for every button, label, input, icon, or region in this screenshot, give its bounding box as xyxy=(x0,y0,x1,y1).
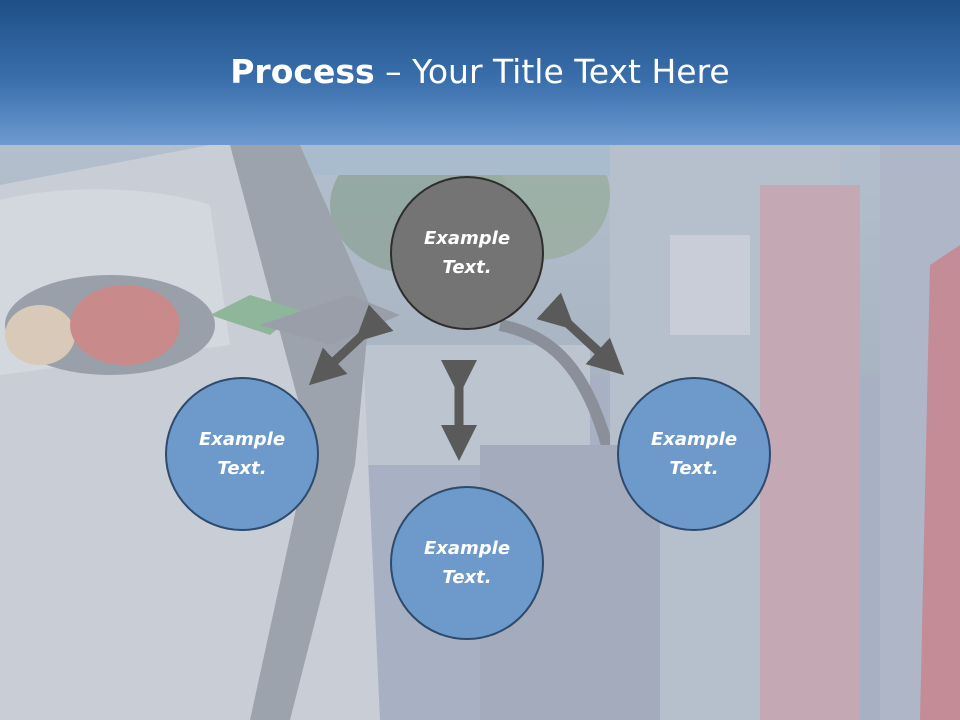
title-banner: Process – Your Title Text Here xyxy=(0,0,960,145)
node-bottom-text: Example Text. xyxy=(423,538,511,588)
node-right-text: Example Text. xyxy=(650,429,738,479)
process-node-left[interactable]: Example Text. xyxy=(165,377,319,531)
process-node-top[interactable]: Example Text. xyxy=(390,176,544,330)
arrow-top-right xyxy=(536,292,625,376)
node-left-text: Example Text. xyxy=(198,429,286,479)
title-rest: – Your Title Text Here xyxy=(374,52,730,91)
slide-title[interactable]: Process – Your Title Text Here xyxy=(0,52,960,91)
node-top-text: Example Text. xyxy=(423,228,511,278)
process-node-right[interactable]: Example Text. xyxy=(617,377,771,531)
title-bold: Process xyxy=(230,52,375,91)
arrow-top-left xyxy=(308,304,394,386)
process-node-bottom[interactable]: Example Text. xyxy=(390,486,544,640)
